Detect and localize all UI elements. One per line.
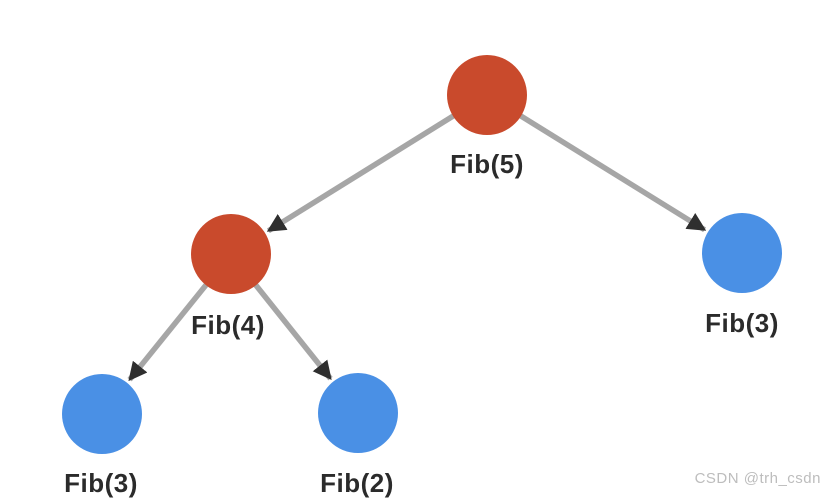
- node-label-fib3-right: Fib(3): [705, 308, 779, 338]
- node-label-fib3-left: Fib(3): [64, 468, 138, 498]
- node-label-fib2: Fib(2): [320, 468, 394, 498]
- node-fib2: [318, 373, 398, 453]
- node-fib5: [447, 55, 527, 135]
- node-fib4: [191, 214, 271, 294]
- edge-fib5-fib3-right: [485, 92, 707, 233]
- node-fib3-right: [702, 213, 782, 293]
- node-label-fib4: Fib(4): [191, 310, 265, 340]
- node-label-fib5: Fib(5): [450, 149, 524, 179]
- node-fib3-left: [62, 374, 142, 454]
- csdn-watermark: CSDN @trh_csdn: [694, 470, 821, 487]
- edge-fib5-fib4: [266, 92, 489, 234]
